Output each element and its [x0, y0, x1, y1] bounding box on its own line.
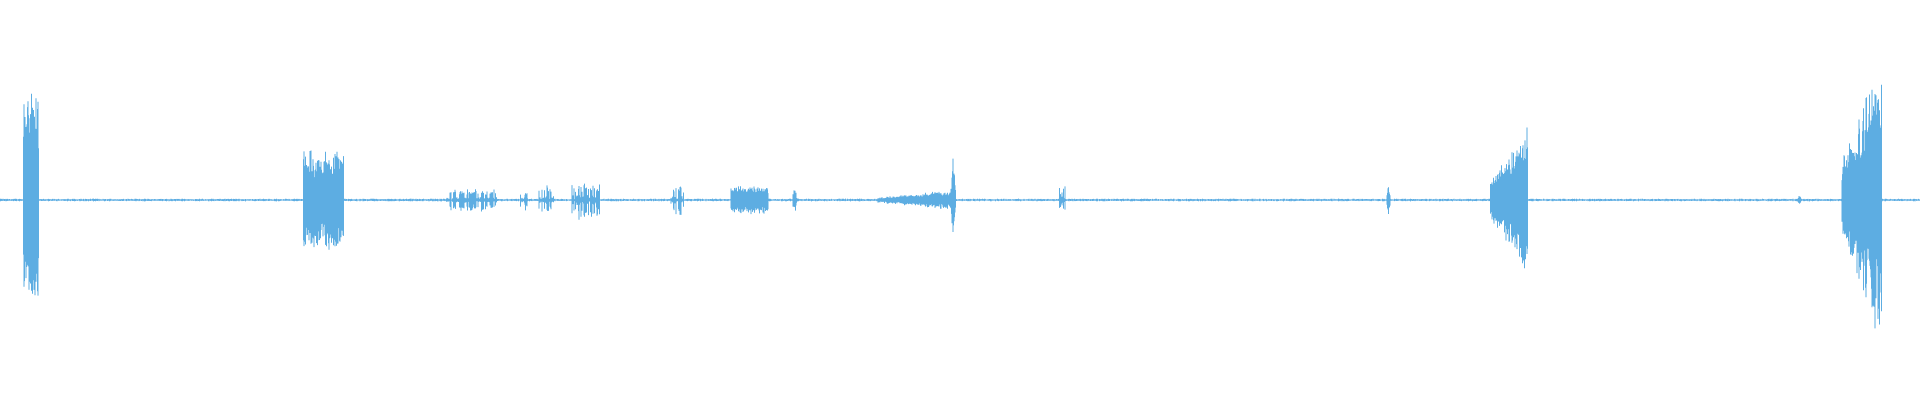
waveform-trace [0, 84, 1920, 329]
